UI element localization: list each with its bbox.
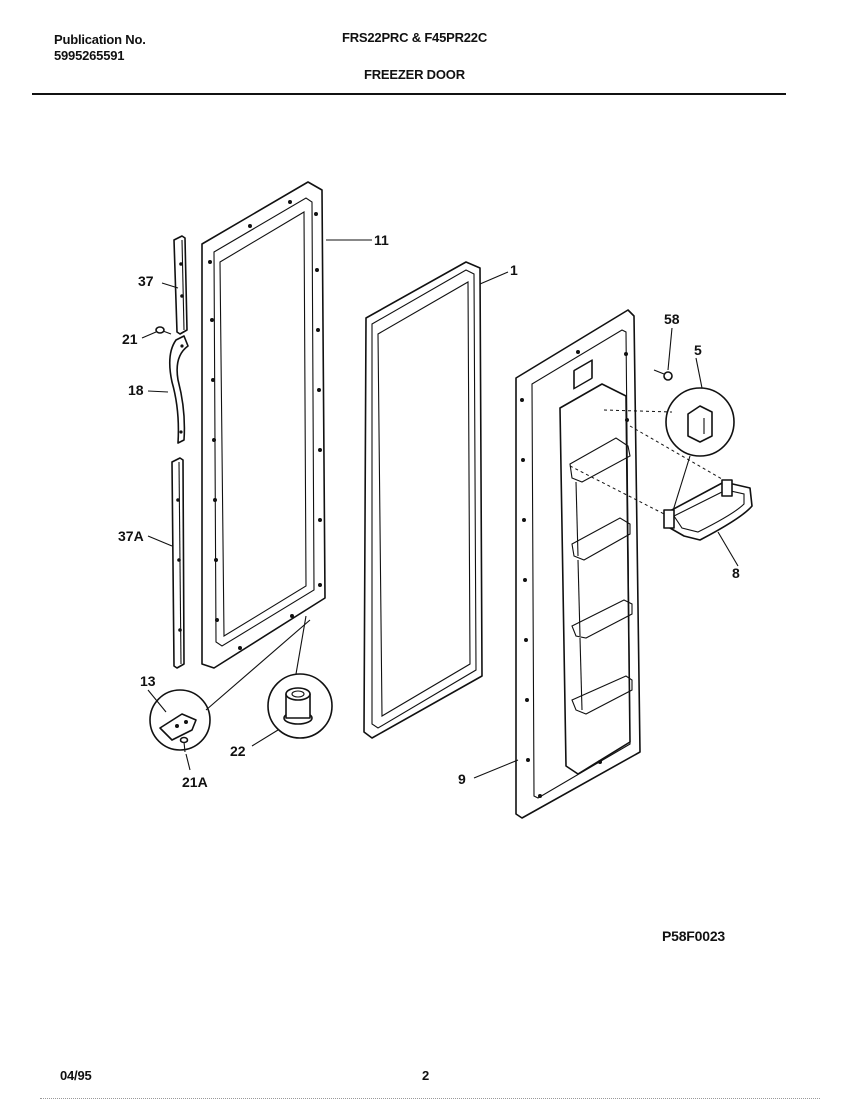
diagram-code: P58F0023 (662, 928, 726, 944)
page-number: 2 (422, 1068, 430, 1083)
part-9-shelves (569, 437, 633, 715)
part-37a-lower-trim (171, 457, 185, 669)
callout-37: 37 (138, 273, 154, 289)
section-title: FREEZER DOOR (364, 67, 465, 82)
publication-number: 5995265591 (54, 48, 125, 63)
callout-58: 58 (664, 311, 680, 327)
part-8-door-bin (663, 479, 753, 541)
callout-21a: 21A (182, 774, 208, 790)
footer-date: 04/95 (60, 1068, 92, 1083)
callout-37a: 37A (118, 528, 144, 544)
bottom-edge (40, 1098, 820, 1099)
part-9-screw-holes (520, 350, 629, 798)
part-11-gasket-frame (201, 181, 326, 669)
callout-5: 5 (694, 342, 702, 358)
callout-21: 21 (122, 331, 138, 347)
part-11-screw-holes (208, 200, 322, 650)
part-9-inner-liner (515, 309, 641, 819)
part-1-door-gasket (363, 261, 483, 739)
callout-1: 1 (510, 262, 518, 278)
part-13-hinge-bracket (149, 689, 211, 751)
callout-13: 13 (140, 673, 156, 689)
part-21-screw (155, 326, 172, 335)
part-37-upper-trim (173, 235, 188, 335)
part-58-screw (653, 369, 673, 381)
callout-22: 22 (230, 743, 246, 759)
publication-label: Publication No. (54, 32, 146, 47)
callout-11: 11 (374, 232, 389, 248)
callout-8: 8 (732, 565, 740, 581)
part-5-retainer-clip (665, 387, 735, 457)
model-numbers: FRS22PRC & F45PR22C (342, 30, 488, 45)
part-22-bushing (267, 673, 333, 739)
callout-18: 18 (128, 382, 144, 398)
callout-9: 9 (458, 771, 466, 787)
header-divider (32, 93, 786, 95)
part-21a-screw (179, 736, 189, 753)
part-18-handle (168, 335, 189, 444)
